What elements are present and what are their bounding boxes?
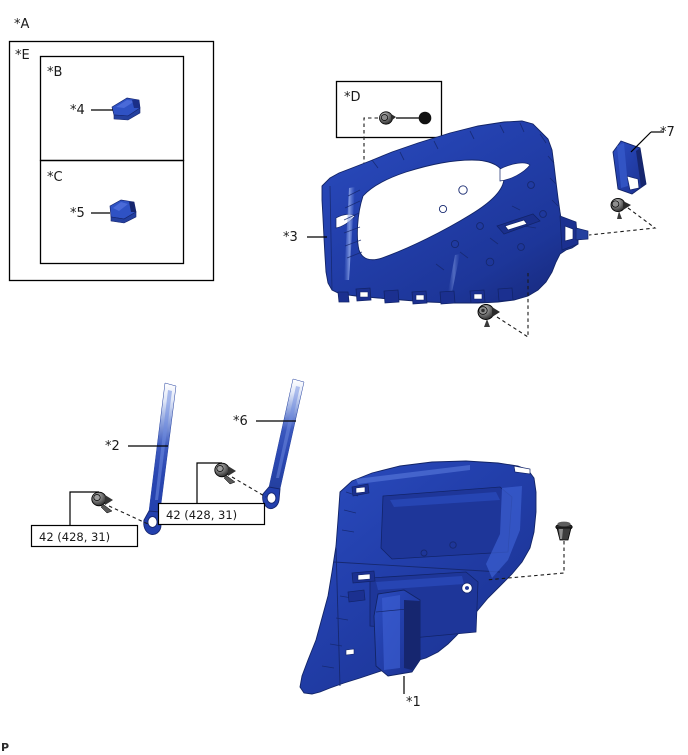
callout-7: *7 bbox=[660, 125, 675, 140]
detail-box-d bbox=[335, 80, 443, 139]
callout-d: *D bbox=[344, 90, 361, 105]
part-cover-7 bbox=[612, 140, 647, 195]
dash-clip-lower bbox=[496, 273, 529, 339]
fastener-clip-upper-right bbox=[610, 197, 631, 219]
clip-icon-d bbox=[379, 111, 396, 125]
callout-4: *4 bbox=[70, 103, 85, 118]
fastener-bolt-right bbox=[214, 462, 236, 485]
callout-e: *E bbox=[15, 48, 30, 63]
detail-group-d bbox=[335, 80, 443, 197]
callout-b: *B bbox=[47, 65, 62, 80]
callout-c: *C bbox=[47, 170, 63, 185]
fastener-clip-lower bbox=[477, 304, 500, 327]
part-trim-panel-1 bbox=[299, 460, 537, 695]
callout-6: *6 bbox=[233, 414, 248, 429]
callout-1: *1 bbox=[406, 695, 421, 710]
callout-3: *3 bbox=[283, 230, 298, 245]
part-trim-panel-3 bbox=[321, 120, 589, 305]
fastener-screw-lower bbox=[555, 521, 573, 541]
torque-label-right: 42 (428, 31) bbox=[166, 508, 237, 522]
torque-label-left: 42 (428, 31) bbox=[39, 530, 110, 544]
detail-box-c bbox=[39, 159, 185, 265]
callout-2: *2 bbox=[105, 439, 120, 454]
callout-5: *5 bbox=[70, 206, 85, 221]
part-clip-4 bbox=[111, 97, 141, 121]
torque-box-left bbox=[30, 524, 139, 548]
leader-7 bbox=[630, 131, 652, 153]
dash-bolt-left bbox=[108, 505, 149, 525]
dash-clip-upper-right bbox=[588, 207, 657, 236]
leader-bolt-right bbox=[196, 462, 222, 504]
fastener-bolt-left bbox=[91, 491, 113, 514]
part-seat-belt-6 bbox=[262, 378, 305, 510]
callout-a: *A bbox=[14, 17, 30, 32]
dot-marker-d bbox=[418, 111, 432, 125]
detail-box-e bbox=[8, 40, 215, 282]
page-corner-mark: P bbox=[1, 741, 9, 754]
detail-group-a bbox=[8, 40, 215, 282]
torque-box-right bbox=[157, 502, 266, 526]
part-clip-5 bbox=[109, 199, 137, 224]
dash-bolt-right bbox=[231, 476, 267, 498]
part-seat-belt-2 bbox=[143, 382, 177, 535]
leader-bolt-left bbox=[69, 491, 99, 525]
